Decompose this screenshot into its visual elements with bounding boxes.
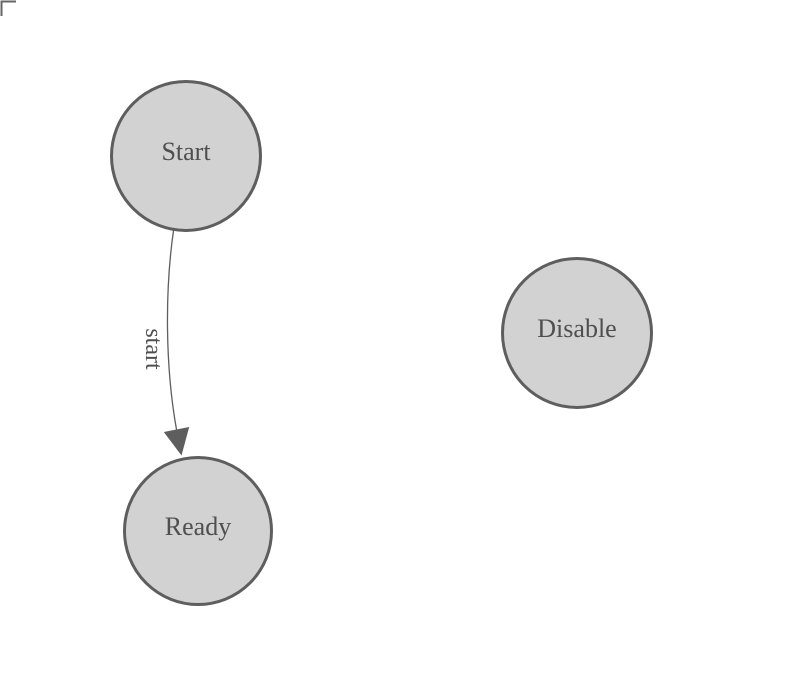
edge-label: start [140, 328, 166, 370]
node-disable[interactable]: Disable [501, 257, 653, 409]
node-start-circle[interactable] [110, 80, 262, 232]
node-start-label: Start [161, 137, 211, 166]
edge-path[interactable] [166, 230, 178, 430]
node-ready[interactable]: Ready [123, 456, 273, 606]
node-ready-circle[interactable] [123, 456, 273, 606]
edge-start-to-ready: start [140, 230, 190, 456]
canvas-corner-mark-icon [0, 0, 16, 16]
node-disable-label: Disable [537, 314, 616, 343]
node-start[interactable]: Start [110, 80, 262, 232]
node-ready-label: Ready [165, 512, 231, 541]
node-disable-circle[interactable] [501, 257, 653, 409]
edge-arrowhead-icon [163, 427, 190, 456]
